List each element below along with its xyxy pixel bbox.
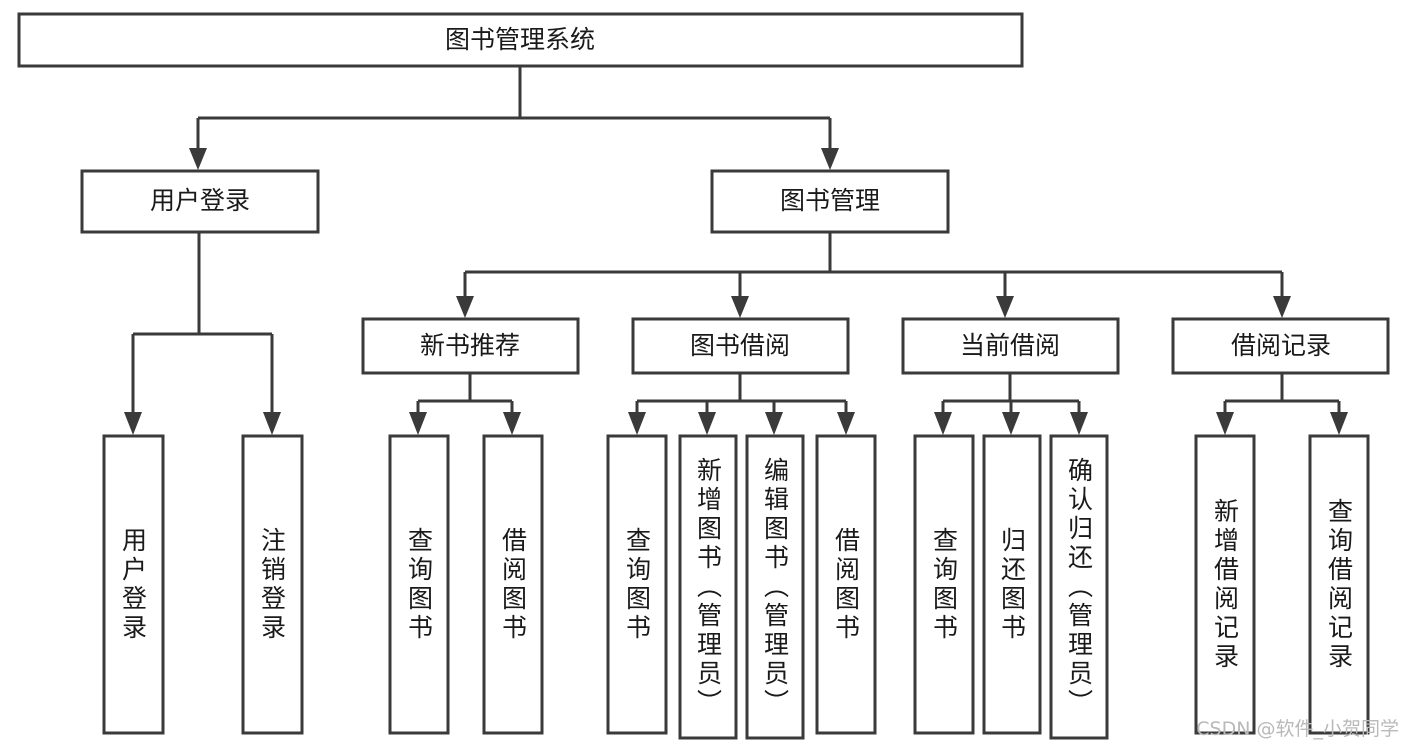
arrow-book-management bbox=[821, 148, 839, 170]
node-user-login-label: 用户登录 bbox=[150, 186, 250, 215]
node-leaf-query-record[interactable] bbox=[1308, 434, 1370, 735]
node-new-book-recommend[interactable]: 新书推荐 bbox=[361, 317, 580, 375]
node-leaf-add-record[interactable] bbox=[1194, 434, 1256, 735]
node-root[interactable]: 图书管理系统 bbox=[17, 12, 1024, 68]
arrow-new-book-recommend bbox=[456, 296, 474, 318]
arrow-book-borrow bbox=[731, 296, 749, 318]
arrow-leaf-query-book-1 bbox=[409, 412, 427, 435]
node-leaf-borrow-book-2[interactable] bbox=[815, 434, 877, 735]
arrow-leaf-borrow-book-1 bbox=[503, 412, 521, 435]
node-leaf-user-login[interactable] bbox=[102, 434, 165, 735]
arrow-leaf-user-logout bbox=[263, 412, 281, 435]
arrow-borrow-record bbox=[1273, 296, 1291, 318]
arrow-leaf-edit-book bbox=[765, 412, 783, 435]
node-leaf-query-book-2[interactable] bbox=[606, 434, 668, 735]
arrow-leaf-query-book-3 bbox=[934, 412, 952, 435]
node-leaf-query-book-3[interactable] bbox=[913, 434, 975, 735]
arrow-leaf-query-record bbox=[1330, 412, 1348, 435]
arrow-leaf-add-book bbox=[698, 412, 716, 435]
node-leaf-query-book-1[interactable] bbox=[388, 434, 450, 735]
arrow-leaf-add-record bbox=[1216, 412, 1234, 435]
node-book-borrow-label: 图书借阅 bbox=[690, 331, 790, 360]
node-leaf-add-book[interactable] bbox=[678, 434, 738, 740]
arrow-user-login bbox=[189, 148, 207, 170]
arrow-leaf-return-book bbox=[1002, 412, 1020, 435]
nodes-layer: 图书管理系统 用户登录 图书管理 新书推荐 图书借阅 当前借阅 借阅记录 bbox=[17, 12, 1390, 740]
node-leaf-user-logout[interactable] bbox=[241, 434, 304, 735]
arrow-leaf-user-login bbox=[124, 412, 142, 435]
arrow-leaf-borrow-book-2 bbox=[837, 412, 855, 435]
node-current-borrow[interactable]: 当前借阅 bbox=[901, 317, 1120, 375]
node-borrow-record-label: 借阅记录 bbox=[1231, 331, 1331, 360]
node-book-management-label: 图书管理 bbox=[780, 186, 880, 215]
node-book-management[interactable]: 图书管理 bbox=[710, 169, 950, 234]
node-user-login[interactable]: 用户登录 bbox=[80, 169, 320, 234]
node-leaf-confirm-return[interactable] bbox=[1049, 434, 1109, 740]
node-leaf-return-book[interactable] bbox=[982, 434, 1042, 735]
node-current-borrow-label: 当前借阅 bbox=[960, 331, 1060, 360]
edges-layer bbox=[124, 66, 1348, 435]
node-new-book-recommend-label: 新书推荐 bbox=[420, 331, 520, 360]
node-leaf-edit-book[interactable] bbox=[745, 434, 805, 740]
arrow-leaf-query-book-2 bbox=[628, 412, 646, 435]
node-borrow-record[interactable]: 借阅记录 bbox=[1171, 317, 1390, 375]
node-book-borrow[interactable]: 图书借阅 bbox=[631, 317, 850, 375]
node-root-label: 图书管理系统 bbox=[445, 25, 595, 54]
node-leaf-borrow-book-1[interactable] bbox=[482, 434, 544, 735]
arrow-leaf-confirm-return bbox=[1070, 412, 1088, 435]
arrow-current-borrow bbox=[996, 296, 1014, 318]
